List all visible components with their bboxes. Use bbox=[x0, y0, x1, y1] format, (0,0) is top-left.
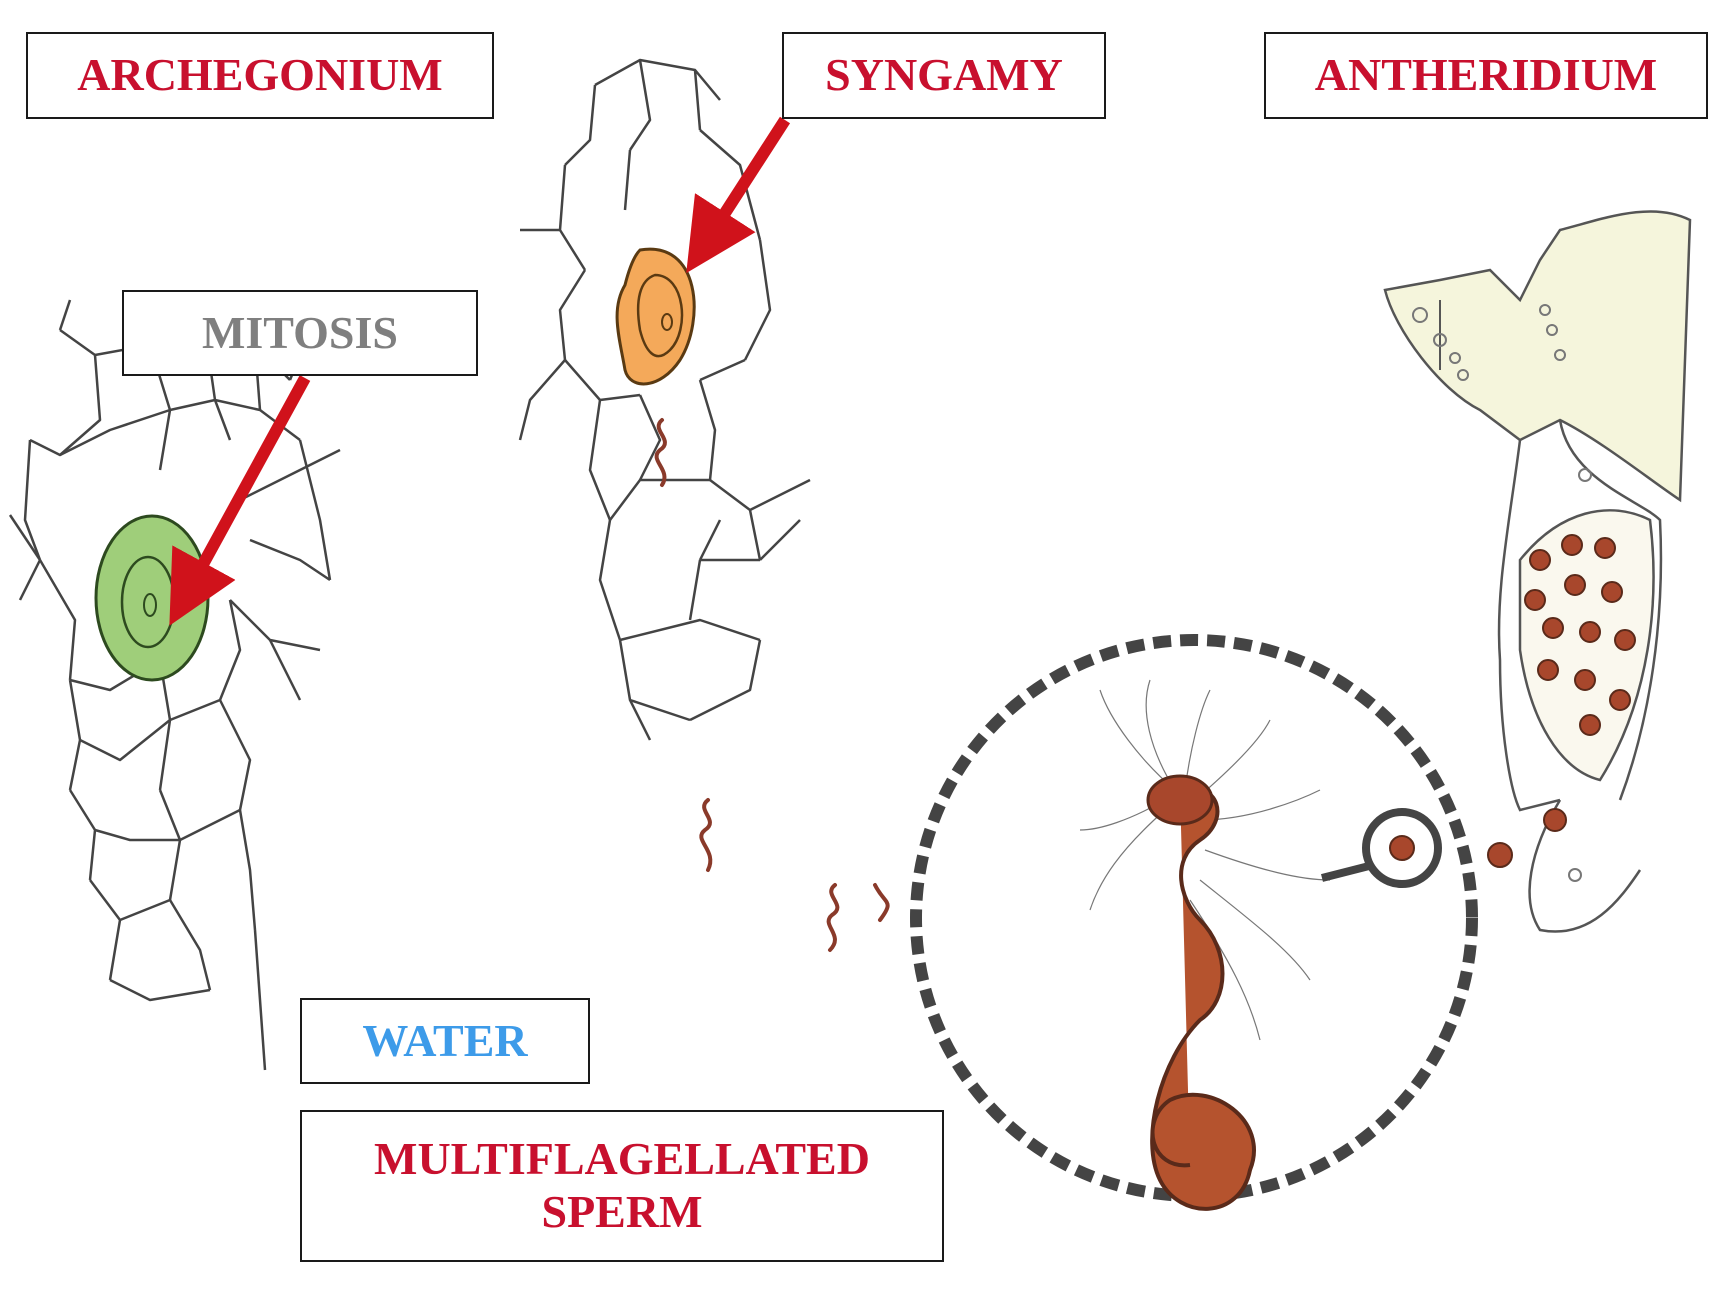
mitosis-label: MITOSIS bbox=[122, 290, 478, 376]
syngamy-cell-network bbox=[520, 60, 810, 740]
multiflagellated-sperm-label: MULTIFLAGELLATED SPERM bbox=[300, 1110, 944, 1262]
magnifier-sperm-dot bbox=[1390, 836, 1414, 860]
syngamy-arrow bbox=[696, 120, 785, 258]
zygote-cell bbox=[617, 249, 694, 384]
sperm-label-line1: MULTIFLAGELLATED bbox=[374, 1133, 870, 1186]
archegonium-label: ARCHEGONIUM bbox=[26, 32, 494, 119]
mitosis-arrow bbox=[178, 378, 305, 610]
antheridium-label: ANTHERIDIUM bbox=[1264, 32, 1708, 119]
water-label: WATER bbox=[300, 998, 590, 1084]
sperm-label-line2: SPERM bbox=[542, 1186, 703, 1239]
sperm-head bbox=[1148, 776, 1212, 824]
syngamy-label: SYNGAMY bbox=[782, 32, 1106, 119]
magnified-sperm-view bbox=[916, 640, 1472, 1209]
